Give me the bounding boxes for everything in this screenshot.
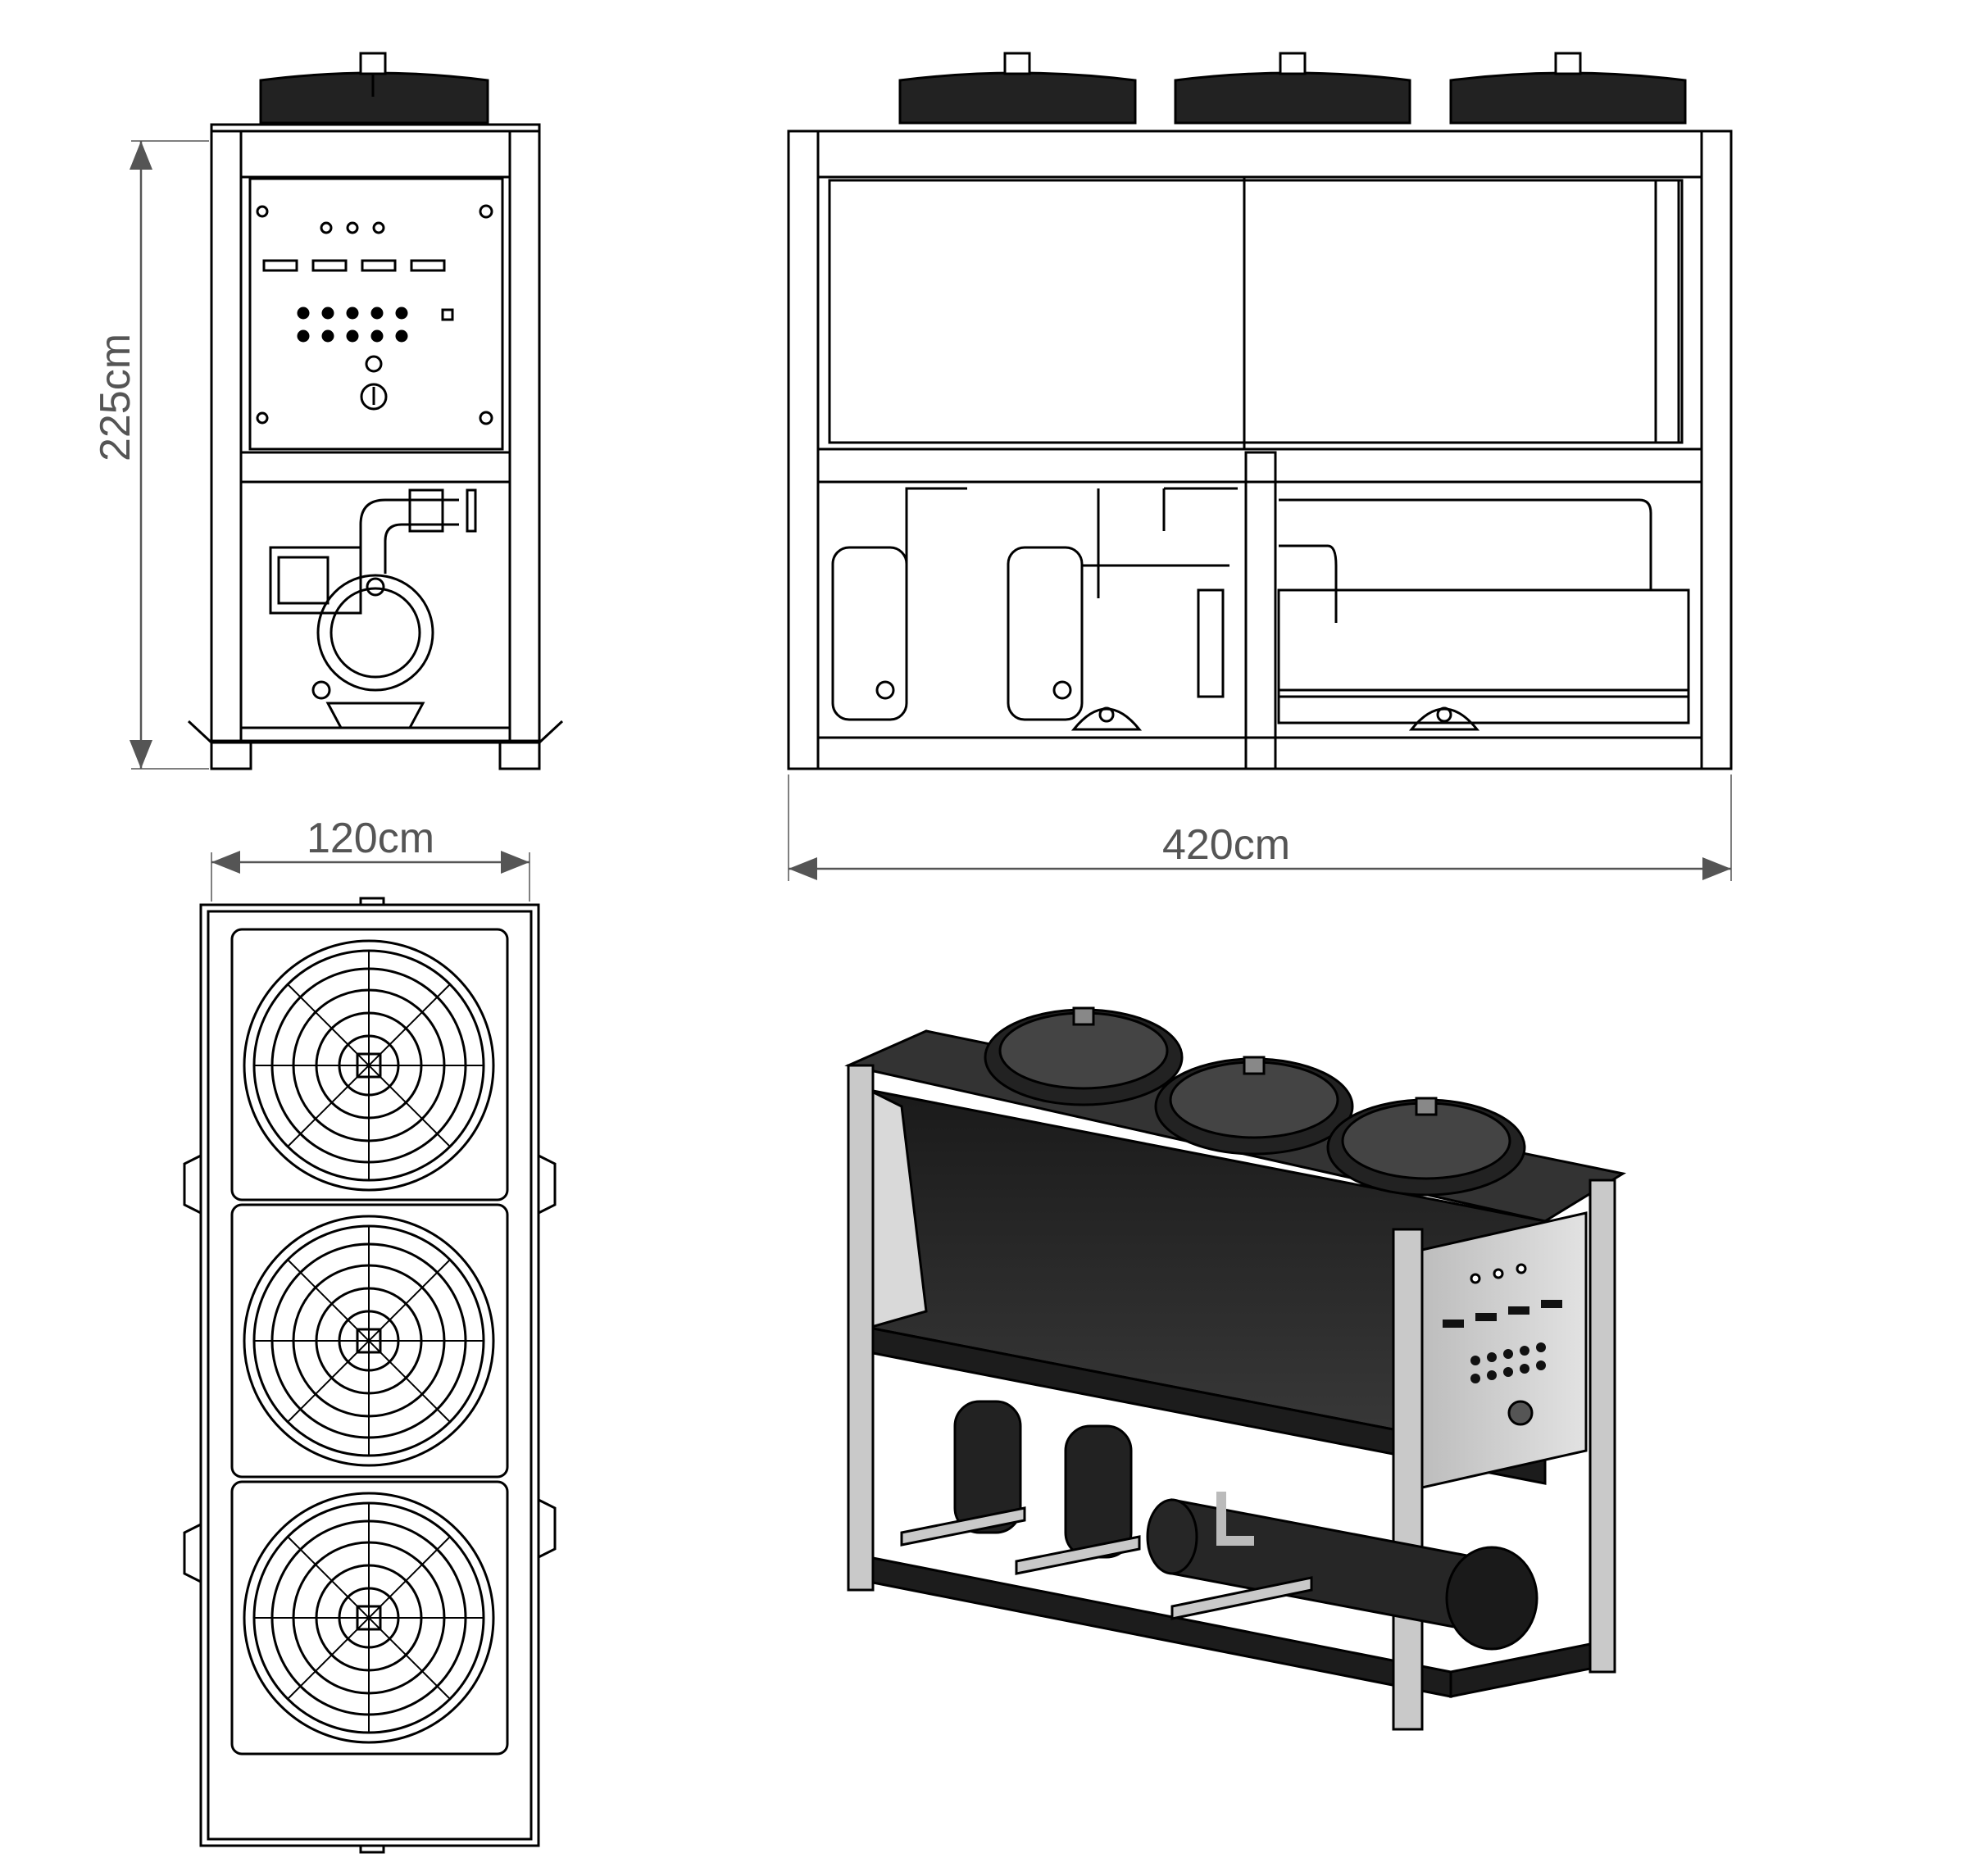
top-view: [183, 897, 557, 1854]
length-label: 420cm: [1162, 821, 1290, 869]
height-dimension: 225cm: [92, 140, 209, 770]
side-fan-caps: [898, 52, 1687, 125]
iso-fans: [984, 1006, 1526, 1197]
top-fan: [243, 1492, 495, 1744]
top-fan: [243, 939, 495, 1192]
control-panel: [248, 177, 504, 451]
front-view: [187, 52, 564, 770]
iso-control-panel: [1420, 1211, 1588, 1489]
width-label: 120cm: [307, 815, 434, 862]
iso-evaporator: [1146, 1492, 1538, 1651]
length-dimension: 420cm: [788, 774, 1732, 881]
compressors: [831, 546, 1084, 721]
front-fan-cap: [259, 52, 489, 125]
top-fan: [243, 1215, 495, 1467]
height-label: 225cm: [92, 334, 139, 461]
iso-compressors: [953, 1400, 1133, 1559]
front-pump: [269, 488, 477, 729]
width-dimension: 120cm: [211, 815, 530, 902]
side-view: [787, 52, 1733, 770]
isometric-view: [844, 1006, 1627, 1731]
